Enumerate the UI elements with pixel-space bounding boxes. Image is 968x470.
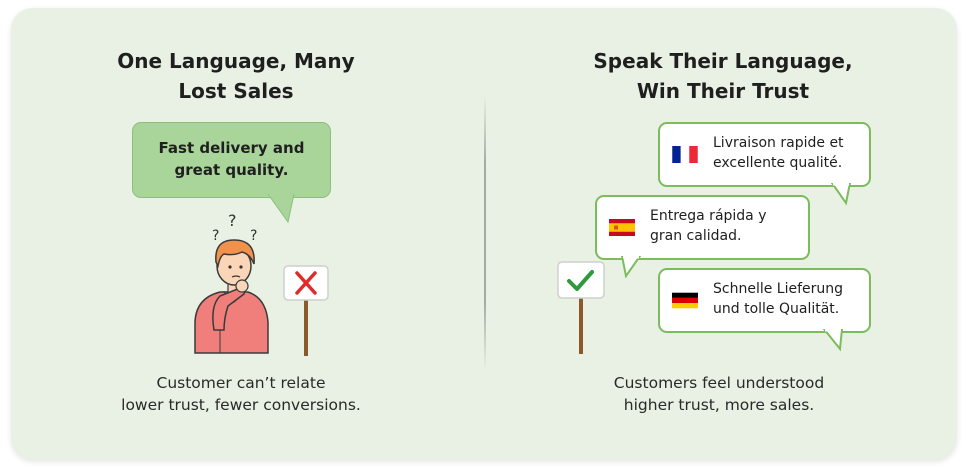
english-speech-bubble: Fast delivery and great quality. (132, 122, 331, 198)
flag-france-icon (672, 146, 698, 163)
caption-line: higher trust, more sales. (623, 396, 815, 414)
speech-bubble-tail (830, 183, 852, 206)
right-title-line: Win Their Trust (636, 79, 810, 103)
center-divider (484, 95, 486, 370)
bubble-text-line: great quality. (174, 161, 289, 179)
speech-bubble-tail (268, 194, 295, 224)
speech-bubble-tail (822, 329, 844, 352)
speech-bubble-tail (620, 256, 642, 279)
german-speech-bubble: Schnelle Lieferung und tolle Qualität. (658, 268, 871, 333)
bubble-text-line: Fast delivery and (158, 139, 305, 157)
bubble-text-line: excellente qualité. (713, 155, 843, 171)
person-confused-icon: ? ? ? (194, 211, 269, 354)
bubble-text-line: Entrega rápida y (650, 208, 767, 224)
french-speech-bubble: Livraison rapide et excellente qualité. (658, 122, 871, 187)
spanish-speech-bubble: Entrega rápida y gran calidad. (595, 195, 810, 260)
bubble-text-line: Schnelle Lieferung (713, 281, 844, 297)
question-mark: ? (228, 211, 237, 230)
caption-line: Customers feel understood (613, 374, 825, 392)
caption-line: Customer can’t relate (156, 374, 326, 392)
caption-line: lower trust, fewer conversions. (121, 396, 361, 414)
left-title: One Language, Many Lost Sales (105, 46, 367, 106)
flag-germany-icon (672, 292, 698, 309)
right-title-line: Speak Their Language, (593, 49, 853, 73)
bubble-text-line: und tolle Qualität. (713, 301, 840, 317)
flag-spain-icon (609, 219, 635, 236)
question-mark: ? (212, 228, 219, 244)
left-title-line: Lost Sales (178, 79, 294, 103)
right-title: Speak Their Language, Win Their Trust (583, 46, 863, 106)
cross-sign-icon (283, 265, 329, 356)
check-sign-icon (557, 261, 605, 354)
question-mark: ? (250, 228, 257, 244)
bubble-text-line: gran calidad. (650, 228, 742, 244)
right-caption: Customers feel understood higher trust, … (574, 372, 864, 416)
left-caption: Customer can’t relate lower trust, fewer… (96, 372, 386, 416)
bubble-text-line: Livraison rapide et (713, 135, 844, 151)
left-title-line: One Language, Many (117, 49, 355, 73)
